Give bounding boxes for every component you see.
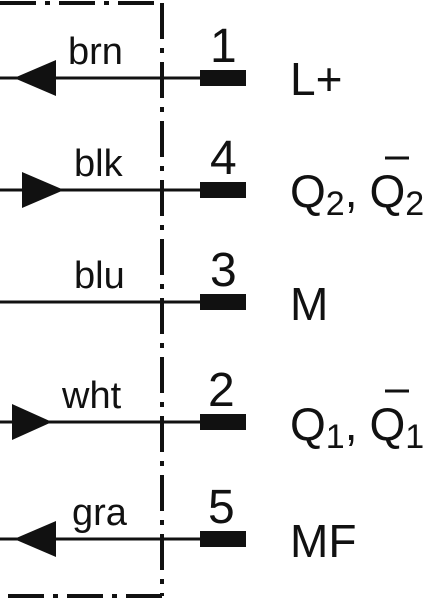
signal-name: MF [290,515,356,567]
signal-separator: , [345,165,358,217]
pin-terminal [200,414,246,430]
pin-terminal [200,294,246,310]
connector-housing-outline [0,1,164,598]
arrow-left-icon [14,60,56,96]
pin-number: 1 [210,20,237,73]
wire-color-label: blu [74,255,125,297]
signal-inverted-subscript: 2 [405,185,424,223]
signal-subscript: 1 [326,418,345,456]
wire-color-label: gra [72,492,128,534]
pin-row-1: brn 1 L+ [0,20,342,105]
signal-subscript: 2 [326,185,345,223]
signal-name: M [290,278,328,330]
signal-inverted-subscript: 1 [405,418,424,456]
arrow-right-icon [12,404,52,440]
pin-row-5: gra 5 MF [0,481,356,567]
signal-base: Q [290,398,326,450]
signal-inverted-base: Q [369,398,405,450]
signal-base: Q [290,165,326,217]
signal-name: Q2,Q2 [290,165,424,223]
arrow-right-icon [22,172,64,208]
wire-color-label: blk [74,143,124,185]
signal-separator: , [345,398,358,450]
pin-terminal [200,70,246,86]
pin-number: 4 [210,132,237,185]
signal-inverted-base: Q [369,165,405,217]
pin-number: 3 [210,244,237,297]
signal-name: Q1,Q1 [290,398,424,456]
wire-color-label: wht [61,375,122,417]
pin-terminal [200,531,246,547]
pin-row-4: wht 2 Q1,Q1 [0,364,424,456]
pin-terminal [200,182,246,198]
pin-number: 2 [208,364,235,417]
pin-row-2: blk 4 Q2,Q2 [0,132,424,223]
wire-color-label: brn [68,31,123,73]
signal-name: L+ [290,53,342,105]
pin-row-3: blu 3 M [0,244,328,330]
pin-number: 5 [208,481,235,534]
arrow-left-icon [14,521,56,557]
